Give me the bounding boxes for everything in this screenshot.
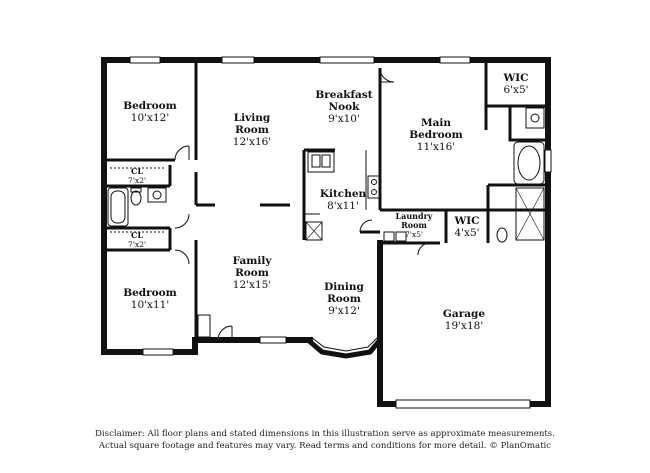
room-dimension: 10'x11': [130, 299, 170, 311]
room-name: Living Room: [233, 112, 271, 136]
room-name: Laundry Room: [395, 211, 433, 230]
room-dimension: 7'x2': [128, 240, 146, 249]
room-name: Dining Room: [324, 281, 364, 305]
room-name: CL: [131, 166, 143, 176]
disclaimer-line-2: Actual square footage and features may v…: [98, 441, 552, 451]
bay-window: [306, 336, 382, 359]
room-wic-top: WIC 6'x5': [503, 72, 528, 96]
interior-walls: [106, 62, 548, 350]
room-dimension: 11'x16': [416, 141, 456, 153]
room-garage: Garage 19'x18': [443, 308, 485, 332]
room-name: Family Room: [232, 255, 272, 279]
room-kitchen: Kitchen 8'x11': [320, 188, 366, 212]
room-name: Bedroom: [123, 100, 177, 112]
room-bedroom-top: Bedroom 10'x12': [123, 100, 177, 124]
room-living-room: Living Room 12'x16': [222, 112, 282, 148]
room-dimension: 12'x15': [232, 279, 272, 291]
room-dimension: 9'x10': [328, 113, 360, 125]
room-dimension: 4'x5': [454, 227, 480, 239]
room-name: Kitchen: [319, 188, 367, 200]
disclaimer-line-1: Disclaimer: All floor plans and stated d…: [95, 429, 555, 439]
room-name: WIC: [454, 215, 480, 227]
room-dimension: 9'x12': [328, 305, 360, 317]
room-dimension: 7'x5': [405, 230, 423, 239]
room-dimension: 10'x12': [130, 112, 170, 124]
room-dimension: 12'x16': [232, 136, 272, 148]
windows: [129, 56, 552, 409]
room-name: WIC: [503, 72, 529, 84]
room-laundry-room: Laundry Room 7'x5': [392, 211, 436, 240]
room-family-room: Family Room 12'x15': [222, 255, 282, 291]
room-closet-top: CL 7'x2': [128, 166, 146, 186]
room-dimension: 7'x2': [128, 176, 146, 185]
room-bedroom-bottom: Bedroom 10'x11': [123, 287, 177, 311]
room-dimension: 6'x5': [503, 84, 529, 96]
room-name: Garage: [442, 308, 486, 320]
room-closet-bottom: CL 7'x2': [128, 230, 146, 250]
room-main-bedroom: Main Bedroom 11'x16': [406, 117, 466, 153]
room-name: Breakfast Nook: [315, 89, 373, 113]
room-dimension: 8'x11': [327, 200, 359, 212]
doors: [174, 67, 431, 341]
room-breakfast-nook: Breakfast Nook 9'x10': [311, 89, 377, 125]
fixtures: [107, 107, 545, 338]
room-dimension: 19'x18': [444, 320, 484, 332]
room-name: Main Bedroom: [409, 117, 463, 141]
room-wic-middle: WIC 4'x5': [454, 215, 479, 239]
room-name: CL: [131, 230, 143, 240]
disclaimer: Disclaimer: All floor plans and stated d…: [0, 428, 650, 452]
room-name: Bedroom: [123, 287, 177, 299]
room-dining-room: Dining Room 9'x12': [314, 281, 374, 317]
